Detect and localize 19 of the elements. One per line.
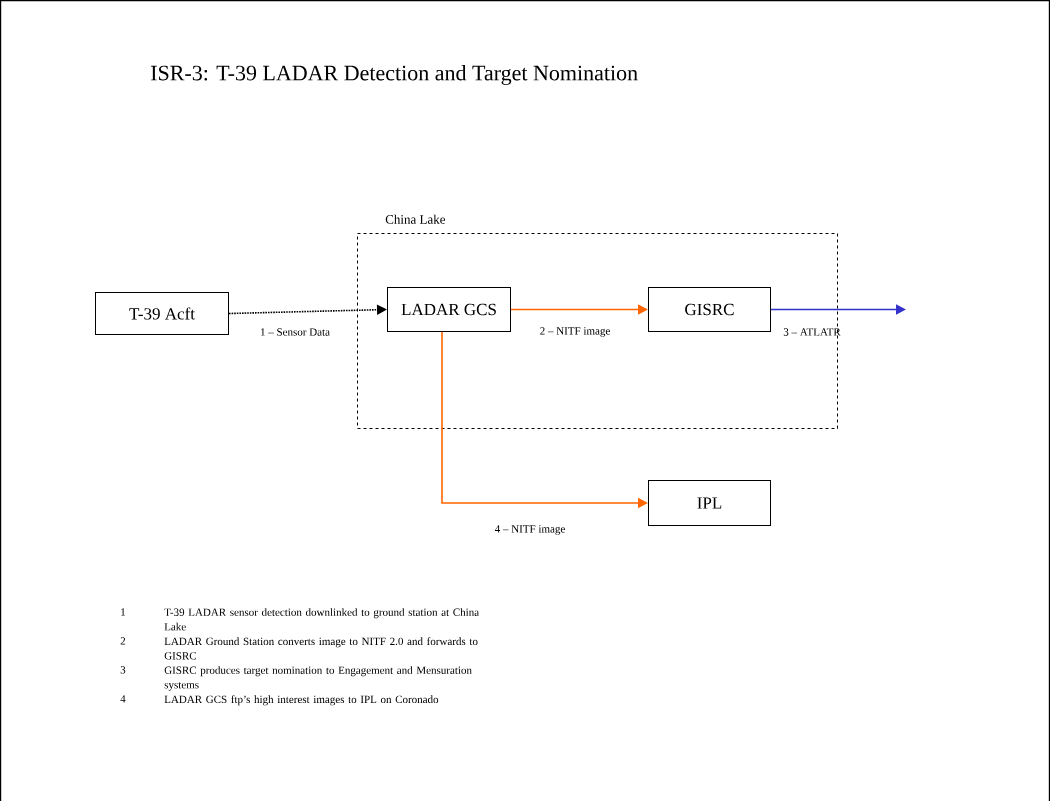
list-text: GISRC produces target nomination to Engagement and Mensuration systems bbox=[164, 666, 472, 691]
list-text: LADAR GCS ftp’s high interest images to IPL on Coronado bbox=[164, 695, 439, 706]
edge-label: 4 – NITF image bbox=[494, 525, 565, 535]
list-text: T-39 LADAR sensor detection downlinked to ground station at China Lake bbox=[164, 608, 479, 631]
arrow bbox=[228, 304, 387, 315]
edge-label: 3 – ATLATR bbox=[783, 328, 841, 336]
title: ISR-3: T-39 LADAR Detection and Target Nomination bbox=[151, 65, 638, 85]
list-number: 2 bbox=[120, 637, 126, 645]
list-number: 3 bbox=[120, 666, 126, 674]
list-text: LADAR Ground Station converts image to NITF 2.0 and forwards to GISRC bbox=[164, 637, 478, 660]
process-box: LADAR GCS bbox=[387, 287, 511, 332]
edge-label: 2 – NITF image bbox=[540, 327, 610, 337]
node-label: China Lake bbox=[385, 214, 446, 224]
list-number: 4 bbox=[120, 695, 126, 703]
process-box: GISRC bbox=[648, 287, 771, 332]
process-box: T-39 Acft bbox=[95, 292, 229, 335]
edge-label: 1 – Sensor Data bbox=[261, 328, 330, 336]
list-number: 1 bbox=[121, 608, 126, 616]
process-box: IPL bbox=[648, 480, 771, 526]
